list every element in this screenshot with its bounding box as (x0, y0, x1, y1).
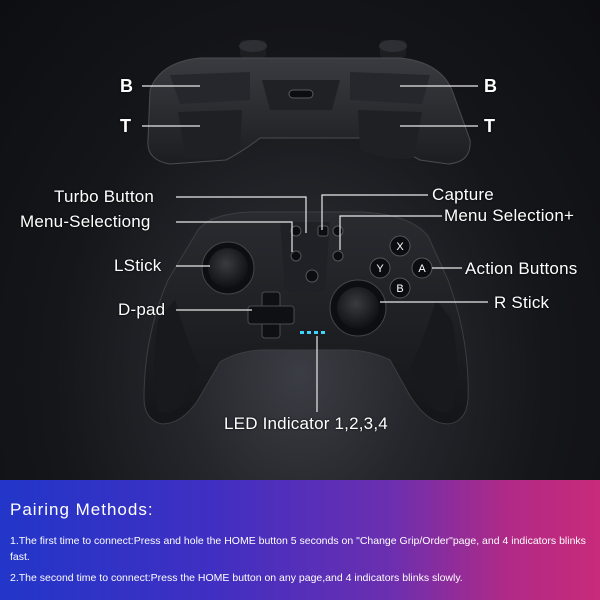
pointer-lines-front (176, 194, 488, 412)
face-buttons: X Y A B (369, 235, 433, 299)
label-action-buttons: Action Buttons (465, 259, 578, 278)
pairing-methods-panel: Pairing Methods: 1.The first time to con… (0, 480, 600, 600)
label-r-stick: R Stick (494, 293, 550, 312)
product-image-area: X Y A B B B T T Turbo Button Menu-Select… (0, 0, 600, 480)
label-led-indicator: LED Indicator 1,2,3,4 (224, 414, 388, 433)
face-button-b: B (396, 283, 403, 295)
face-button-y: Y (376, 263, 384, 275)
label-top-t-left: T (120, 116, 132, 136)
controller-illustration: X Y A B (142, 40, 488, 425)
label-capture: Capture (432, 185, 494, 204)
label-top-b-right: B (484, 76, 498, 96)
pairing-title: Pairing Methods: (10, 500, 154, 519)
label-turbo-button: Turbo Button (54, 187, 155, 206)
label-top-t-right: T (484, 116, 496, 136)
pointer-lines-top (142, 85, 478, 127)
label-menu-plus: Menu Selection+ (444, 206, 575, 225)
label-menu-minus: Menu-Selectiong (20, 212, 151, 231)
pairing-step-2: 2.The second time to connect:Press the H… (10, 572, 463, 584)
face-button-x: X (396, 241, 404, 253)
controller-top-view (147, 40, 471, 165)
label-dpad: D-pad (118, 300, 166, 319)
controller-front-view (143, 211, 469, 425)
led-indicators (300, 331, 325, 334)
face-button-a: A (418, 263, 426, 275)
pairing-step-1: 1.The first time to connect:Press and ho… (10, 535, 586, 563)
label-top-b-left: B (120, 76, 134, 96)
label-lstick: LStick (114, 256, 162, 275)
